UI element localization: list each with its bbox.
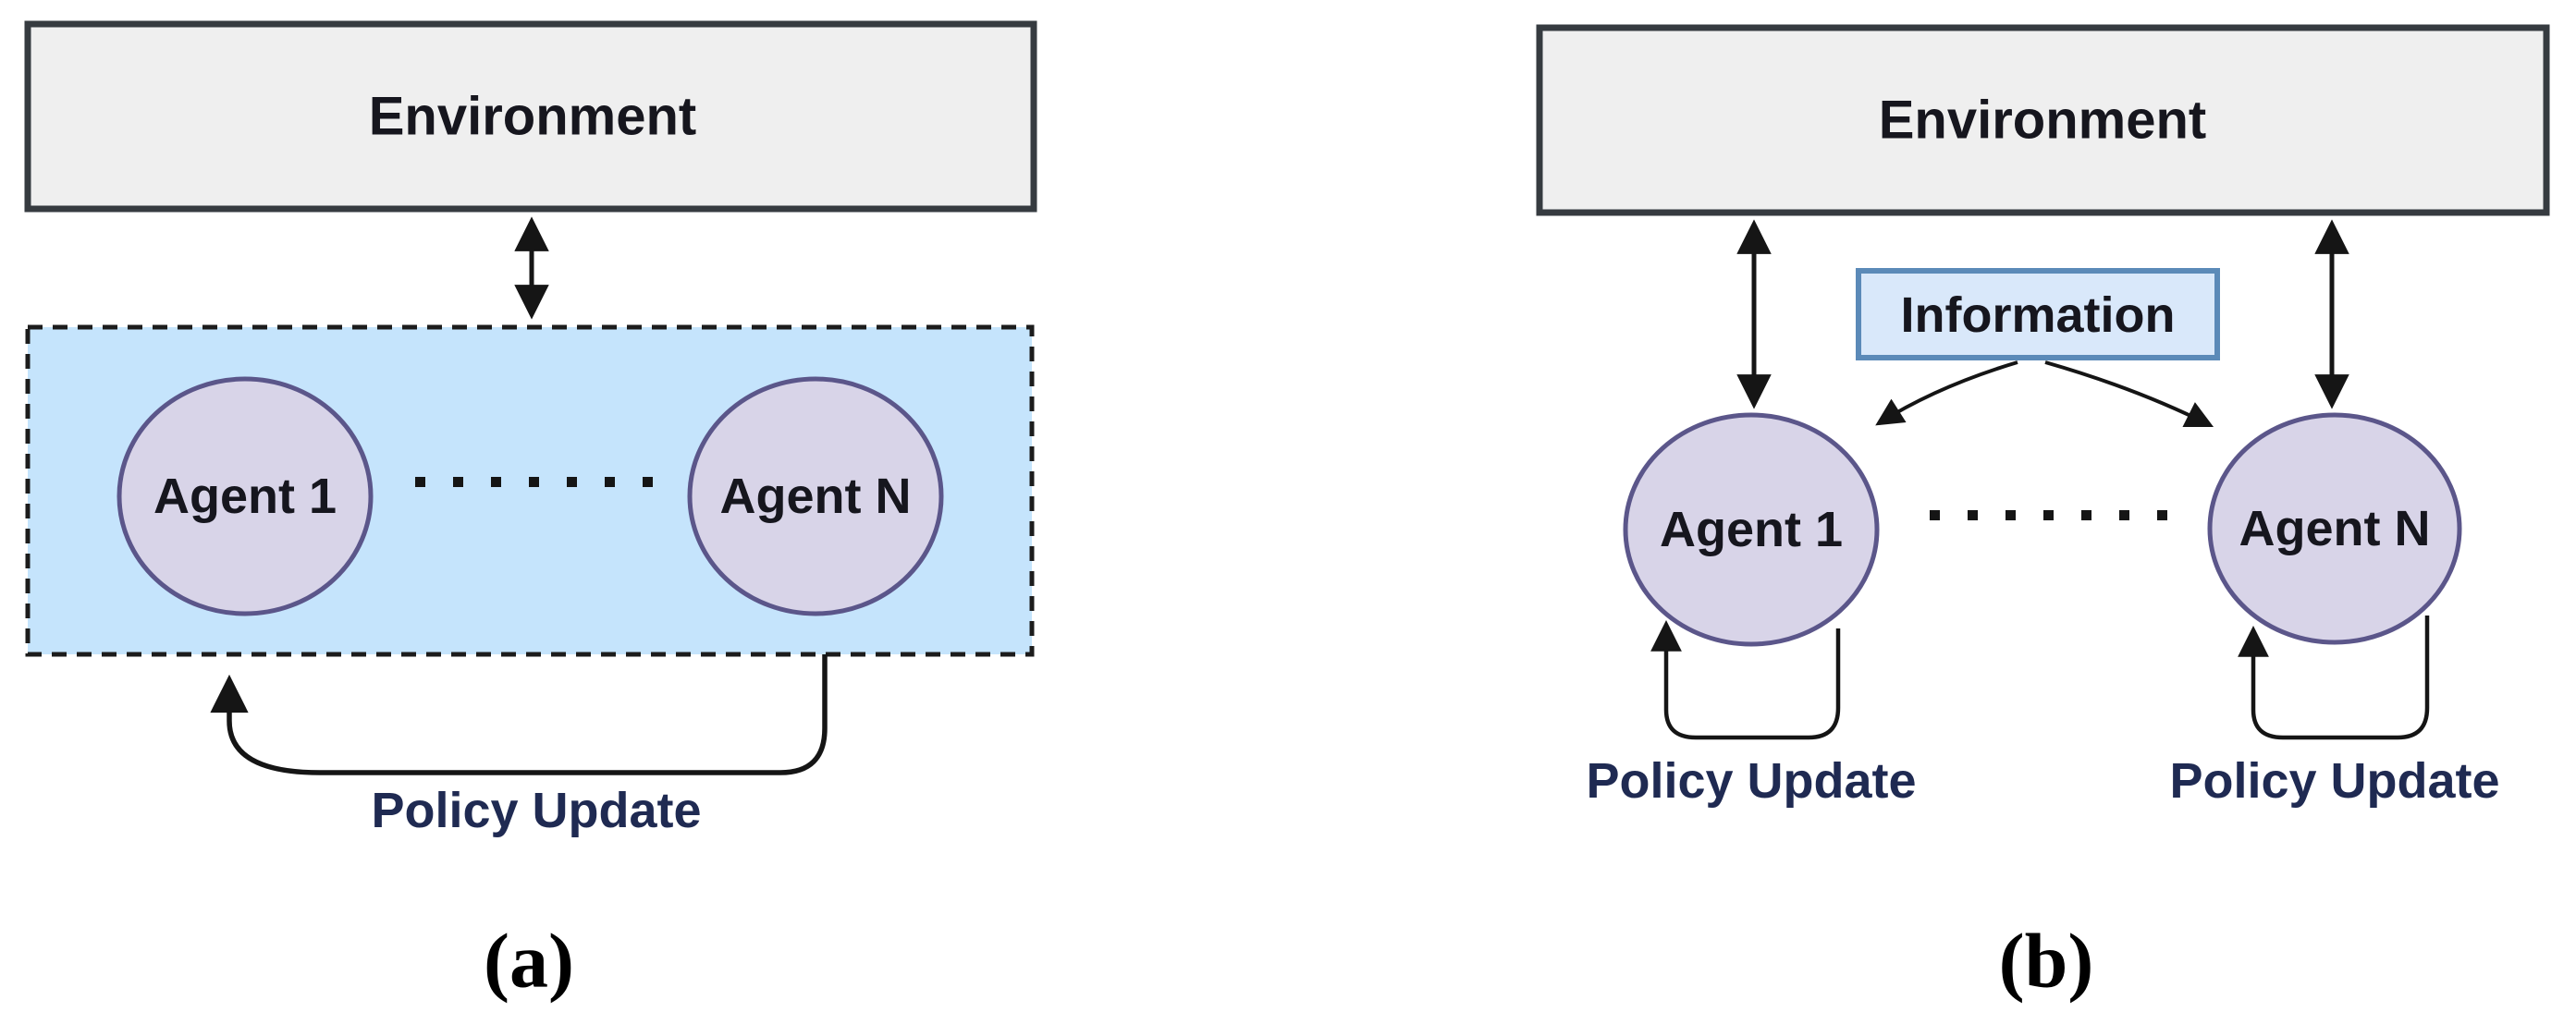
agent-n-circle-b [2207, 412, 2462, 645]
ellipsis-dots-a [415, 477, 653, 487]
info-arrow-agent1 [1875, 360, 2018, 426]
dot [643, 477, 653, 487]
dot [605, 477, 615, 487]
info-arrow-agentn [2044, 360, 2214, 428]
dot [2081, 510, 2091, 520]
dot [529, 477, 539, 487]
panel-a: Environment Agent 1 Agent N Policy Updat… [24, 20, 1037, 1005]
dot [491, 477, 501, 487]
agent-1-circle-b [1623, 412, 1880, 647]
policy-update-label-a: Policy Update [371, 783, 701, 838]
policy-update-label-b1: Policy Update [1586, 753, 1916, 809]
agent-n-label-b: Agent N [2239, 501, 2431, 556]
environment-box-b [1536, 24, 2550, 216]
panel-b: Environment Information Agent 1 Agent N … [1536, 24, 2550, 1005]
agent-n-label-a: Agent N [720, 469, 912, 524]
policy-update-label-b2: Policy Update [2169, 753, 2499, 809]
dot [2119, 510, 2129, 520]
agent-1-label-a: Agent 1 [153, 469, 337, 524]
dot [453, 477, 463, 487]
dot [1930, 510, 1940, 520]
environment-box-a [24, 20, 1037, 213]
environment-label-a: Environment [369, 87, 697, 147]
dot [2043, 510, 2054, 520]
dot [1968, 510, 1978, 520]
agent-1-circle-a [117, 376, 374, 616]
dot [2157, 510, 2167, 520]
dot [415, 477, 425, 487]
dot [2006, 510, 2016, 520]
ellipsis-dots-b [1930, 510, 2167, 520]
caption-a: (a) [484, 919, 574, 1005]
information-box [1856, 268, 2220, 360]
dot [567, 477, 577, 487]
information-label: Information [1901, 287, 2176, 343]
policy-loop-agent1 [1650, 619, 1841, 740]
environment-label-b: Environment [1879, 91, 2207, 151]
policy-loop-agentn [2238, 616, 2430, 740]
caption-b: (b) [1999, 919, 2094, 1005]
agent-1-label-b: Agent 1 [1660, 502, 1843, 557]
policy-update-arrow-a [210, 654, 828, 775]
agent-n-circle-a [687, 376, 944, 616]
